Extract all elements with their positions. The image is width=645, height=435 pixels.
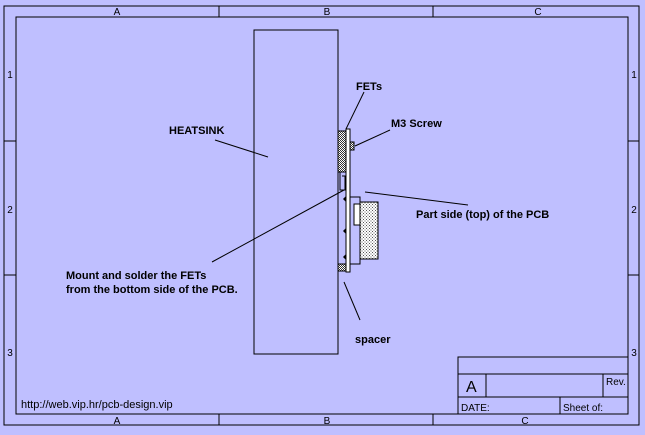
col-label-bottom-a: A: [114, 416, 121, 427]
col-label-top-c: C: [534, 7, 541, 18]
row-label-left-2: 2: [7, 205, 13, 216]
title-block: [457, 356, 629, 415]
title-block-sheet-label: Sheet of:: [563, 403, 603, 414]
row-zone-dividers: [4, 140, 639, 276]
row-label-right-2: 2: [631, 205, 637, 216]
col-label-bottom-b: B: [324, 416, 331, 427]
row-label-left-1: 1: [7, 70, 13, 81]
row-label-left-3: 3: [7, 348, 13, 359]
pcb-board: [345, 128, 351, 273]
fet-lead: [339, 172, 346, 191]
pcb-component-body: [359, 201, 379, 260]
pcb-markers: [343, 196, 346, 260]
label-heatsink: HEATSINK: [169, 125, 224, 137]
inner-frame: [15, 16, 629, 415]
label-fets: FETs: [356, 81, 382, 93]
fet-package: [337, 130, 347, 173]
row-label-right-3: 3: [631, 348, 637, 359]
leader-lines: [211, 91, 469, 321]
label-mount-line1: Mount and solder the FETs: [66, 270, 206, 282]
row-label-right-1: 1: [631, 70, 637, 81]
column-zone-dividers: [218, 6, 434, 425]
label-part-side: Part side (top) of the PCB: [416, 209, 549, 221]
col-label-top-b: B: [324, 7, 331, 18]
label-m3-screw: M3 Screw: [391, 118, 442, 130]
pcb-component-inner: [353, 203, 361, 226]
pcb-component-outline: [350, 196, 361, 265]
title-block-rev-label: Rev.: [606, 377, 626, 388]
col-label-bottom-c: C: [521, 416, 528, 427]
title-block-date-label: DATE:: [461, 403, 490, 414]
col-label-top-a: A: [114, 7, 121, 18]
footer-url: http://web.vip.hr/pcb-design.vip: [21, 399, 173, 411]
outer-frame: [3, 5, 640, 426]
label-mount-line2: from the bottom side of the PCB.: [66, 284, 238, 296]
label-spacer: spacer: [355, 334, 391, 346]
m3-screw-head: [349, 141, 355, 151]
heatsink-body: [253, 29, 339, 355]
title-block-size: A: [466, 379, 477, 396]
spacer: [337, 263, 347, 272]
